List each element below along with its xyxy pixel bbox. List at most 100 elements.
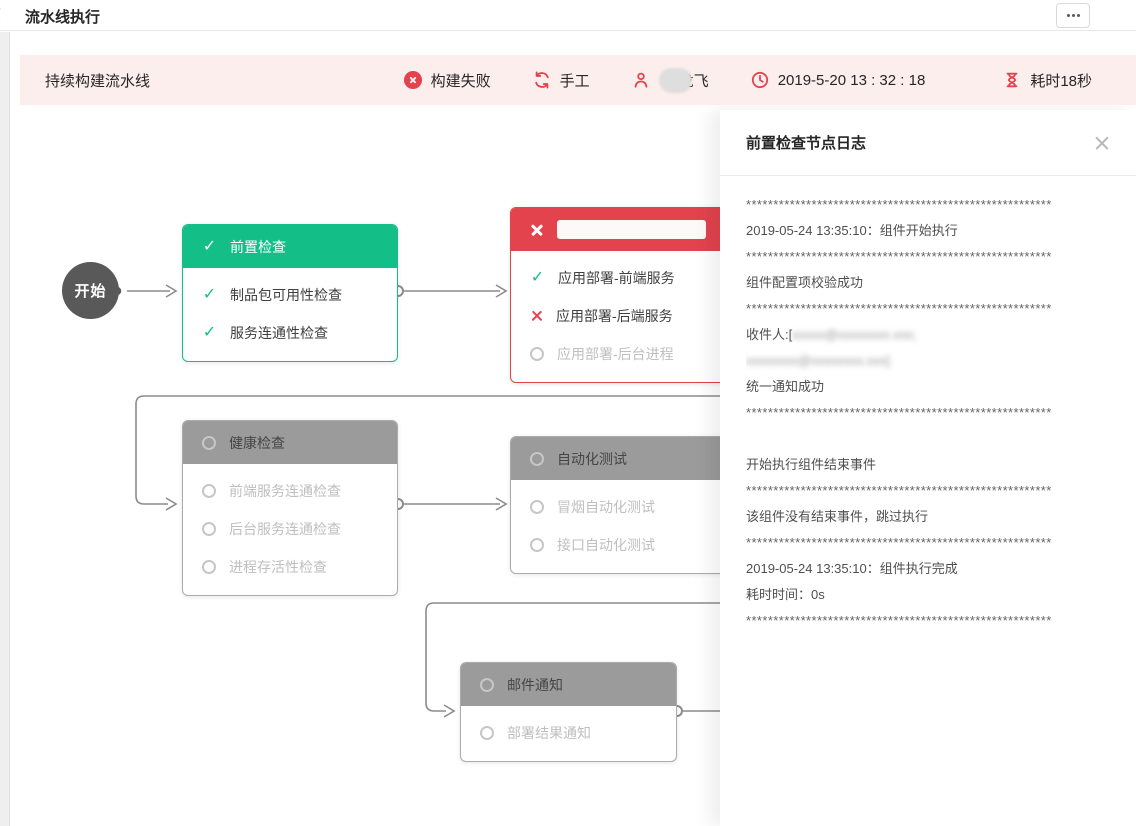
node-header bbox=[511, 208, 725, 251]
log-line: 该组件没有结束事件，跳过执行 bbox=[746, 509, 929, 524]
pending-circle-icon bbox=[202, 560, 216, 574]
node-header: ✓ 前置检查 bbox=[183, 225, 397, 268]
log-separator: ****************************************… bbox=[746, 405, 1052, 420]
page-title: 流水线执行 bbox=[25, 9, 101, 26]
log-separator: ****************************************… bbox=[746, 197, 1052, 212]
log-line: 统一通知成功 bbox=[746, 379, 825, 394]
node-item-label: 制品包可用性检查 bbox=[230, 287, 342, 303]
pending-circle-icon bbox=[530, 500, 544, 514]
log-line: 组件配置项校验成功 bbox=[746, 275, 864, 290]
log-panel-header: 前置检查节点日志 bbox=[720, 110, 1136, 176]
trigger-mode-label: 手工 bbox=[559, 72, 590, 90]
node-item-label: 服务连通性检查 bbox=[230, 325, 328, 341]
pending-circle-icon bbox=[480, 677, 494, 692]
log-line-recipients: 收件人:[xxxxx@xxxxxxxx.xxx; bbox=[746, 322, 1110, 348]
pending-circle-icon bbox=[202, 435, 216, 450]
pipeline-node-mail[interactable]: 邮件通知 部署结果通知 bbox=[460, 662, 677, 762]
check-icon: ✓ bbox=[202, 286, 217, 303]
pipeline-status-bar: 持续构建流水线 构建失败 手工 龙飞 bbox=[20, 55, 1136, 105]
node-item-label: 应用部署-前端服务 bbox=[558, 270, 675, 286]
build-failed-icon bbox=[403, 71, 422, 89]
log-panel-close-icon[interactable] bbox=[1093, 134, 1110, 151]
name-blur-overlay bbox=[658, 67, 692, 93]
clock-icon bbox=[751, 71, 768, 89]
node-item-label: 进程存活性检查 bbox=[229, 559, 327, 575]
log-line: 开始执行组件结束事件 bbox=[746, 457, 877, 472]
check-icon: ✓ bbox=[202, 324, 217, 341]
more-actions-button[interactable] bbox=[1056, 3, 1090, 28]
log-separator: ****************************************… bbox=[746, 483, 1052, 498]
log-panel-title: 前置检查节点日志 bbox=[746, 135, 867, 152]
check-icon: ✓ bbox=[530, 269, 545, 286]
window-header: 流水线执行 bbox=[0, 0, 1136, 31]
node-item[interactable]: ✓ 服务连通性检查 bbox=[183, 314, 397, 352]
log-separator: ****************************************… bbox=[746, 613, 1052, 628]
log-separator: ****************************************… bbox=[746, 301, 1052, 316]
node-item-label: 应用部署-后台进程 bbox=[557, 346, 674, 362]
node-header: 健康检查 bbox=[183, 421, 397, 464]
node-item-label: 应用部署-后端服务 bbox=[556, 308, 673, 324]
node-item[interactable]: ✓ 应用部署-前端服务 bbox=[511, 259, 725, 297]
log-blank-line bbox=[746, 426, 1110, 452]
ellipsis-icon bbox=[1071, 14, 1075, 17]
log-separator: ****************************************… bbox=[746, 249, 1052, 264]
duration: 耗时18秒 bbox=[1003, 70, 1092, 91]
redacted-email: xxxxx@xxxxxxxx.xxx; bbox=[792, 327, 917, 342]
node-item[interactable]: 冒烟自动化测试 bbox=[511, 488, 725, 526]
cross-icon bbox=[530, 223, 544, 237]
page-background-strip bbox=[0, 32, 10, 826]
pipeline-name: 持续构建流水线 bbox=[45, 72, 151, 90]
pipeline-node-autotest[interactable]: 自动化测试 冒烟自动化测试 接口自动化测试 bbox=[510, 436, 726, 574]
node-item[interactable]: 进程存活性检查 bbox=[183, 548, 397, 586]
node-item[interactable]: 部署结果通知 bbox=[461, 714, 676, 752]
title-redaction-overlay bbox=[557, 220, 706, 239]
build-status-label: 构建失败 bbox=[430, 72, 491, 90]
pipeline-node-health[interactable]: 健康检查 前端服务连通检查 后台服务连通检查 进程存活性检查 bbox=[182, 420, 398, 596]
refresh-icon bbox=[534, 71, 549, 89]
pending-circle-icon bbox=[202, 522, 216, 536]
log-line-recipients-2: xxxxxxxx@xxxxxxxx.xxx] bbox=[746, 348, 1110, 374]
pipeline-node-deploy[interactable]: ✓ 应用部署-前端服务 应用部署-后端服务 应用部署-后台进程 bbox=[510, 207, 726, 383]
cross-icon bbox=[530, 310, 543, 323]
pending-circle-icon bbox=[202, 484, 216, 498]
build-status: 构建失败 bbox=[403, 70, 491, 91]
duration-label: 耗时18秒 bbox=[1030, 72, 1092, 90]
node-item-label: 部署结果通知 bbox=[507, 725, 591, 741]
hourglass-icon bbox=[1006, 72, 1018, 88]
node-header: 自动化测试 bbox=[511, 437, 725, 480]
log-separator: ****************************************… bbox=[746, 535, 1052, 550]
node-title: 健康检查 bbox=[229, 434, 285, 451]
log-line: 2019-05-24 13:35:10：组件执行完成 bbox=[746, 561, 958, 576]
node-header: 邮件通知 bbox=[461, 663, 676, 706]
pipeline-node-precheck[interactable]: ✓ 前置检查 ✓ 制品包可用性检查 ✓ 服务连通性检查 bbox=[182, 224, 398, 362]
person-icon bbox=[634, 72, 647, 88]
node-item-label: 接口自动化测试 bbox=[557, 537, 655, 553]
start-time-label: 2019-5-20 13 : 32 : 18 bbox=[777, 71, 926, 89]
pending-circle-icon bbox=[530, 538, 544, 552]
check-icon: ✓ bbox=[202, 237, 217, 255]
node-item[interactable]: ✓ 制品包可用性检查 bbox=[183, 276, 397, 314]
pending-circle-icon bbox=[530, 451, 544, 466]
node-item[interactable]: 接口自动化测试 bbox=[511, 526, 725, 564]
node-title: 邮件通知 bbox=[507, 676, 563, 693]
node-item[interactable]: 应用部署-后端服务 bbox=[511, 297, 725, 335]
trigger-mode: 手工 bbox=[533, 70, 590, 91]
log-content[interactable]: ****************************************… bbox=[720, 176, 1136, 824]
redacted-email: xxxxxxxx@xxxxxxxx.xxx] bbox=[746, 353, 890, 368]
recipients-prefix: 收件人:[ bbox=[746, 327, 793, 342]
pending-circle-icon bbox=[480, 726, 494, 740]
node-item[interactable]: 前端服务连通检查 bbox=[183, 472, 397, 510]
log-line: 2019-05-24 13:35:10：组件开始执行 bbox=[746, 223, 958, 238]
node-item-label: 后台服务连通检查 bbox=[229, 521, 341, 537]
trigger-user: 龙飞 bbox=[632, 67, 709, 93]
close-icon[interactable] bbox=[0, 6, 2, 20]
node-title: 前置检查 bbox=[230, 238, 286, 255]
node-log-panel: 前置检查节点日志 *******************************… bbox=[720, 110, 1136, 826]
node-item[interactable]: 应用部署-后台进程 bbox=[511, 335, 725, 373]
start-time: 2019-5-20 13 : 32 : 18 bbox=[751, 71, 926, 89]
start-node: 开始 bbox=[62, 262, 119, 319]
node-item[interactable]: 后台服务连通检查 bbox=[183, 510, 397, 548]
node-item-label: 前端服务连通检查 bbox=[229, 483, 341, 499]
node-title: 自动化测试 bbox=[557, 450, 627, 467]
pending-circle-icon bbox=[530, 347, 544, 361]
